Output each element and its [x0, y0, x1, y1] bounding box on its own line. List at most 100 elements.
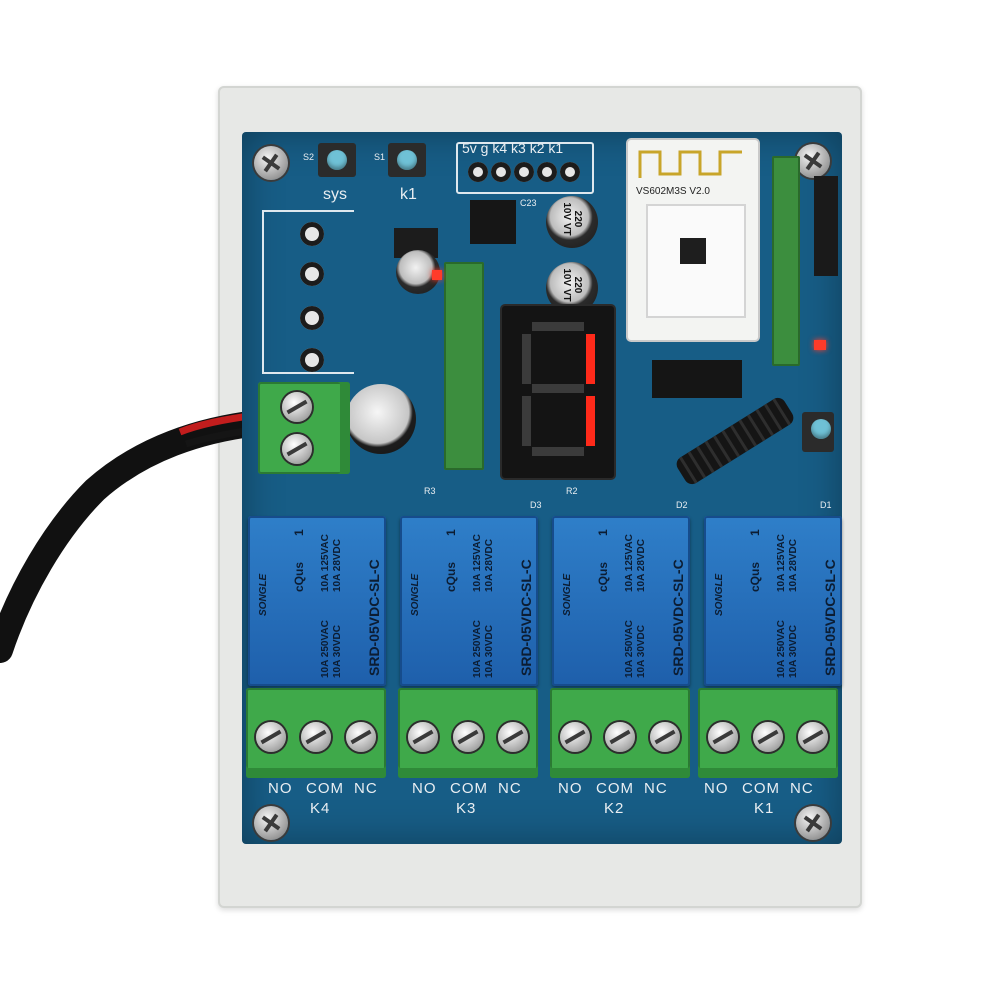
relay-rating: 10A 250VAC: [776, 620, 787, 678]
power-terminal[interactable]: [258, 382, 350, 474]
relay-brand: SONGLE: [258, 573, 269, 616]
terminal-screw-no[interactable]: [408, 722, 438, 752]
terminal-screw-nc[interactable]: [346, 722, 376, 752]
terminal-screw-com[interactable]: [605, 722, 635, 752]
relay-rating: 10A 125VAC: [624, 534, 635, 592]
display-segments: [522, 322, 595, 456]
relay-brand: SONGLE: [562, 573, 573, 616]
d2-label: D2: [676, 500, 688, 510]
pin-hole: [560, 162, 580, 182]
relay-k2: SONGLE SRD-05VDC-SL-C 10A 250VAC 10A 30V…: [552, 516, 690, 686]
mount-screw-top-left: [254, 146, 288, 180]
label-nc-k4: NC: [354, 780, 378, 797]
terminal-screw-nc[interactable]: [650, 722, 680, 752]
relay-number: 1: [596, 529, 610, 536]
relay-rating: 10A 28VDC: [788, 539, 799, 592]
display-digit: 1: [502, 306, 503, 307]
relay-k4: SONGLE SRD-05VDC-SL-C 10A 250VAC 10A 30V…: [248, 516, 386, 686]
label-nc-k2: NC: [644, 780, 668, 797]
solder-pad: [300, 348, 324, 372]
relay-rating: 10A 28VDC: [332, 539, 343, 592]
relay-rating: 10A 125VAC: [320, 534, 331, 592]
k1-label: k1: [400, 186, 417, 203]
learn-button[interactable]: [802, 412, 834, 452]
relay-rating: 10A 28VDC: [636, 539, 647, 592]
relay-cert: cQus: [748, 561, 762, 592]
capacitor-large: [346, 384, 416, 454]
terminal-screw-com[interactable]: [753, 722, 783, 752]
k1-button[interactable]: [388, 143, 426, 177]
label-no-k4: NO: [268, 780, 293, 797]
solder-pad: [300, 262, 324, 286]
d1-label: D1: [820, 500, 832, 510]
solder-pad: [300, 222, 324, 246]
relay-rating: 10A 30VDC: [484, 625, 495, 678]
terminal-block-k3[interactable]: [398, 688, 538, 778]
terminal-block-k4[interactable]: [246, 688, 386, 778]
terminal-screw-no[interactable]: [708, 722, 738, 752]
relay-model: SRD-05VDC-SL-C: [670, 559, 686, 676]
pcb-antenna: [638, 150, 742, 178]
power-input-outline: [262, 210, 354, 374]
power-led: [432, 270, 442, 280]
terminal-screw[interactable]: [282, 392, 312, 422]
pin-hole: [514, 162, 534, 182]
terminal-screw-com[interactable]: [301, 722, 331, 752]
relay-cert: cQus: [292, 561, 306, 592]
pin-header-outline: [456, 142, 594, 194]
relay-number: 1: [292, 529, 306, 536]
r3-label: R3: [424, 486, 436, 496]
label-com-k4: COM: [306, 780, 344, 797]
relay-cert: cQus: [596, 561, 610, 592]
terminal-screw-no[interactable]: [256, 722, 286, 752]
terminal-screw-no[interactable]: [560, 722, 590, 752]
r2-label: R2: [566, 486, 578, 496]
sys-label: sys: [323, 186, 347, 203]
relay-brand: SONGLE: [714, 573, 725, 616]
label-nc-k1: NC: [790, 780, 814, 797]
capacitor-label: 220 10V VT: [561, 202, 583, 236]
relay-rating: 10A 125VAC: [776, 534, 787, 592]
label-com-k1: COM: [742, 780, 780, 797]
wifi-chip: [680, 238, 706, 264]
terminal-screw[interactable]: [282, 434, 312, 464]
terminal-screw-com[interactable]: [453, 722, 483, 752]
rf-receiver-module: [444, 262, 484, 470]
seven-segment-display: 1: [502, 306, 614, 478]
wifi-module: VS602M3S V2.0: [628, 140, 758, 340]
label-no-k3: NO: [412, 780, 437, 797]
mount-screw-top-right: [796, 144, 830, 178]
terminal-screw-nc[interactable]: [498, 722, 528, 752]
terminal-screw-nc[interactable]: [798, 722, 828, 752]
capacitor-220uf: 220 10V VT: [546, 196, 598, 248]
capacitor-220uf: 220 10V VT: [546, 262, 598, 314]
channel-label-k4: K4: [310, 800, 331, 817]
label-no-k1: NO: [704, 780, 729, 797]
relay-brand: SONGLE: [410, 573, 421, 616]
relay-model: SRD-05VDC-SL-C: [518, 559, 534, 676]
label-nc-k3: NC: [498, 780, 522, 797]
relay-rating: 10A 30VDC: [332, 625, 343, 678]
driver-ic: [652, 360, 742, 398]
status-led: [814, 340, 826, 350]
sys-button[interactable]: [318, 143, 356, 177]
terminal-block-k1[interactable]: [698, 688, 838, 778]
relay-k1: SONGLE SRD-05VDC-SL-C 10A 250VAC 10A 30V…: [704, 516, 842, 686]
relay-rating: 10A 125VAC: [472, 534, 483, 592]
coil-antenna: [676, 397, 794, 485]
c23-label: C23: [520, 198, 537, 208]
relay-rating: 10A 250VAC: [624, 620, 635, 678]
relay-cert: cQus: [444, 561, 458, 592]
ldo-chip: [470, 200, 516, 244]
label-com-k2: COM: [596, 780, 634, 797]
relay-k3: SONGLE SRD-05VDC-SL-C 10A 250VAC 10A 30V…: [400, 516, 538, 686]
d3-label: D3: [530, 500, 542, 510]
label-com-k3: COM: [450, 780, 488, 797]
s1-label: S1: [374, 152, 386, 162]
rf-receiver-module-right: [772, 156, 800, 366]
mount-screw-bottom-right: [796, 806, 830, 840]
relay-model: SRD-05VDC-SL-C: [822, 559, 838, 676]
relay-rating: 10A 28VDC: [484, 539, 495, 592]
pin-hole: [468, 162, 488, 182]
terminal-block-k2[interactable]: [550, 688, 690, 778]
